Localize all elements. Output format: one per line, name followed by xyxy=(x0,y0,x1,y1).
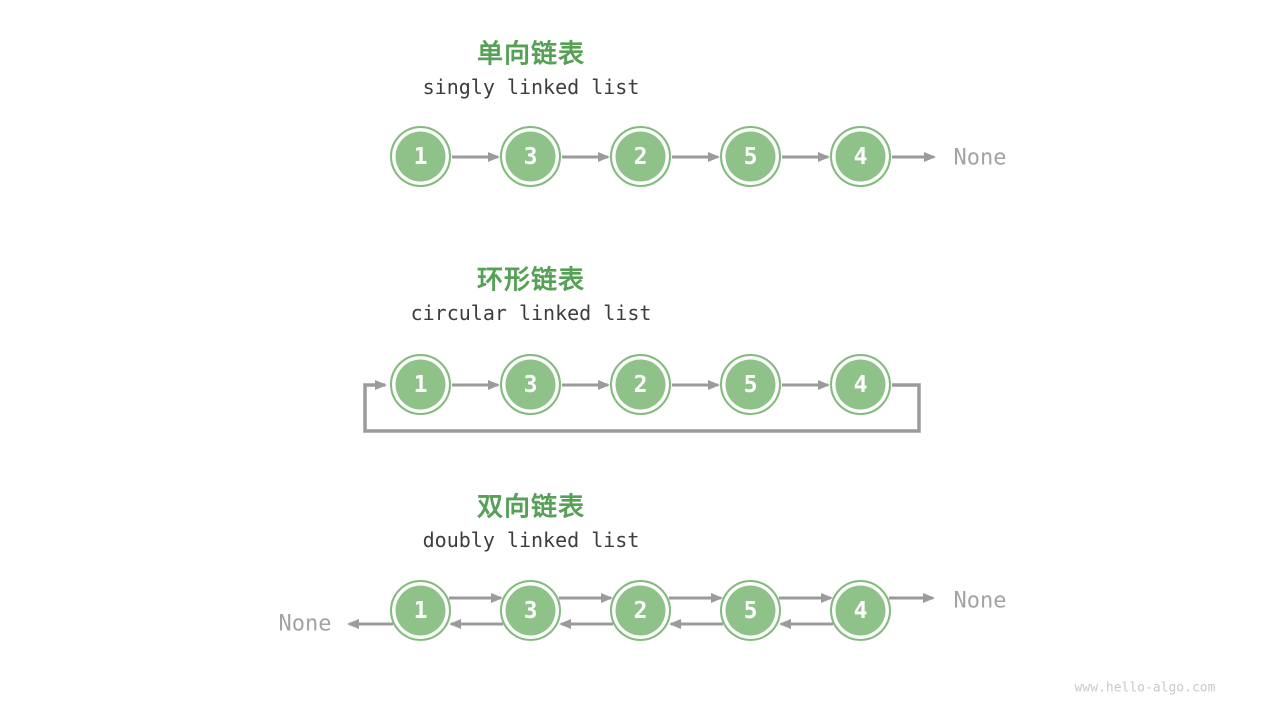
site-watermark: www.hello-algo.com xyxy=(1074,680,1216,696)
list-node: 1 xyxy=(390,126,451,187)
list-node: 4 xyxy=(830,354,891,415)
doubly-list-title: 双向链表 xyxy=(476,492,586,523)
list-node: 2 xyxy=(610,580,671,641)
list-node: 3 xyxy=(500,580,561,641)
list-node: 1 xyxy=(390,354,451,415)
list-node: 5 xyxy=(720,580,781,641)
list-node: 3 xyxy=(500,354,561,415)
singly-list-title: 单向链表 xyxy=(476,39,586,70)
none-terminator: None xyxy=(953,588,1007,614)
none-terminator: None xyxy=(953,145,1007,171)
none-terminator: None xyxy=(278,611,332,637)
list-node: 5 xyxy=(720,354,781,415)
list-node: 2 xyxy=(610,126,671,187)
list-node: 4 xyxy=(830,126,891,187)
list-node: 5 xyxy=(720,126,781,187)
loop-back-connector xyxy=(363,380,921,433)
singly-list-subtitle: singly linked list xyxy=(422,75,640,99)
circular-arrows xyxy=(363,380,921,433)
list-node: 2 xyxy=(610,354,671,415)
doubly-arrows xyxy=(347,593,935,629)
doubly-list-subtitle: doubly linked list xyxy=(422,528,640,552)
list-node: 3 xyxy=(500,126,561,187)
circular-list-title: 环形链表 xyxy=(476,265,586,296)
circular-list-subtitle: circular linked list xyxy=(410,301,652,325)
list-node: 1 xyxy=(390,580,451,641)
list-node: 4 xyxy=(830,580,891,641)
